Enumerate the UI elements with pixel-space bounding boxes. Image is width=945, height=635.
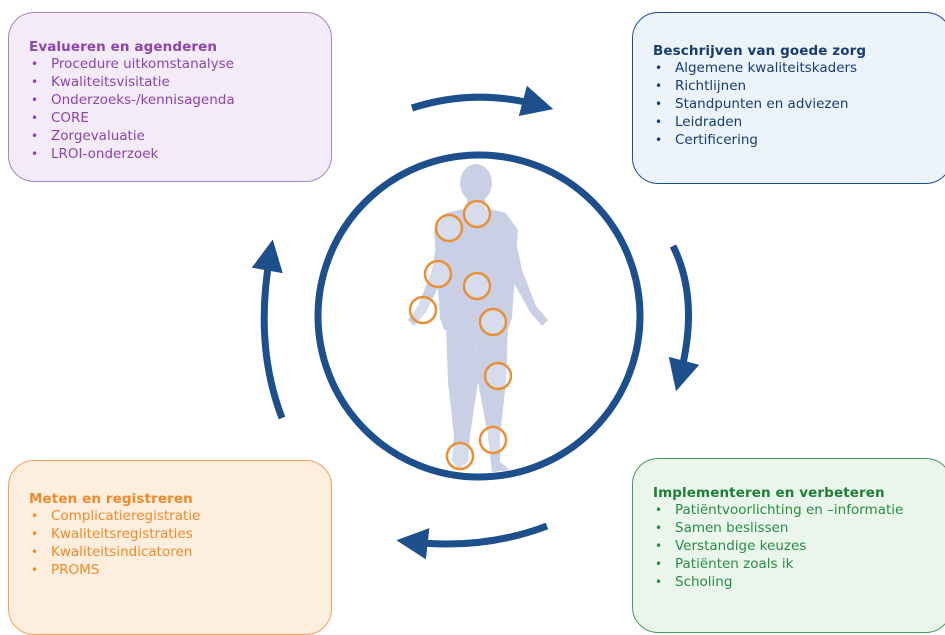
quadrant-title: Beschrijven van goede zorg: [653, 43, 867, 59]
list-item: LROI-onderzoek: [29, 145, 235, 163]
joint-wrist: [408, 295, 438, 325]
list-item: Kwaliteitsvisitatie: [29, 73, 235, 91]
quadrant-list: Patiëntvoorlichting en –informatie Samen…: [653, 501, 903, 591]
arrow-left: [251, 239, 286, 420]
arrow-top: [410, 85, 554, 117]
arrow-bottom: [396, 522, 549, 560]
list-item: Leidraden: [653, 113, 866, 131]
list-item: Complicatieregistratie: [29, 507, 200, 525]
joint-hip: [478, 307, 508, 337]
arrow-right: [668, 244, 700, 392]
joint-spine: [462, 271, 492, 301]
quadrant-list: Procedure uitkomstanalyse Kwaliteitsvisi…: [29, 55, 235, 163]
list-item: Algemene kwaliteitskaders: [653, 59, 866, 77]
list-item: Kwaliteitsregistraties: [29, 525, 200, 543]
joint-shoulder: [434, 213, 464, 243]
list-item: PROMS: [29, 561, 200, 579]
list-item: Patiëntvoorlichting en –informatie: [653, 501, 903, 519]
quadrant-measure: Meten en registreren Complicatieregistra…: [8, 460, 332, 635]
quadrant-evaluate: Evalueren en agenderen Procedure uitkoms…: [8, 12, 332, 182]
list-item: Samen beslissen: [653, 519, 903, 537]
joint-elbow: [423, 259, 453, 289]
quadrant-list: Complicatieregistratie Kwaliteitsregistr…: [29, 507, 200, 579]
joint-rings: [408, 199, 513, 471]
list-item: Patiënten zoals ik: [653, 555, 903, 573]
joint-foot: [445, 441, 475, 471]
quadrant-title: Evalueren en agenderen: [29, 39, 218, 55]
list-item: Scholing: [653, 573, 903, 591]
quadrant-title: Implementeren en verbeteren: [653, 485, 885, 501]
joint-knee: [483, 361, 513, 391]
list-item: Zorgevaluatie: [29, 127, 235, 145]
joint-ankle: [478, 425, 508, 455]
quadrant-implement: Implementeren en verbeteren Patiëntvoorl…: [632, 458, 945, 633]
list-item: Verstandige keuzes: [653, 537, 903, 555]
cycle-ring: [314, 151, 644, 481]
list-item: CORE: [29, 109, 235, 127]
list-item: Kwaliteitsindicatoren: [29, 543, 200, 561]
quadrant-title: Meten en registreren: [29, 491, 193, 507]
list-item: Onderzoeks-/kennisagenda: [29, 91, 235, 109]
quadrant-describe: Beschrijven van goede zorg Algemene kwal…: [632, 12, 945, 184]
quadrant-list: Algemene kwaliteitskaders Richtlijnen St…: [653, 59, 866, 149]
list-item: Procedure uitkomstanalyse: [29, 55, 235, 73]
list-item: Certificering: [653, 131, 866, 149]
list-item: Standpunten en adviezen: [653, 95, 866, 113]
joint-neck: [462, 199, 492, 229]
list-item: Richtlijnen: [653, 77, 866, 95]
